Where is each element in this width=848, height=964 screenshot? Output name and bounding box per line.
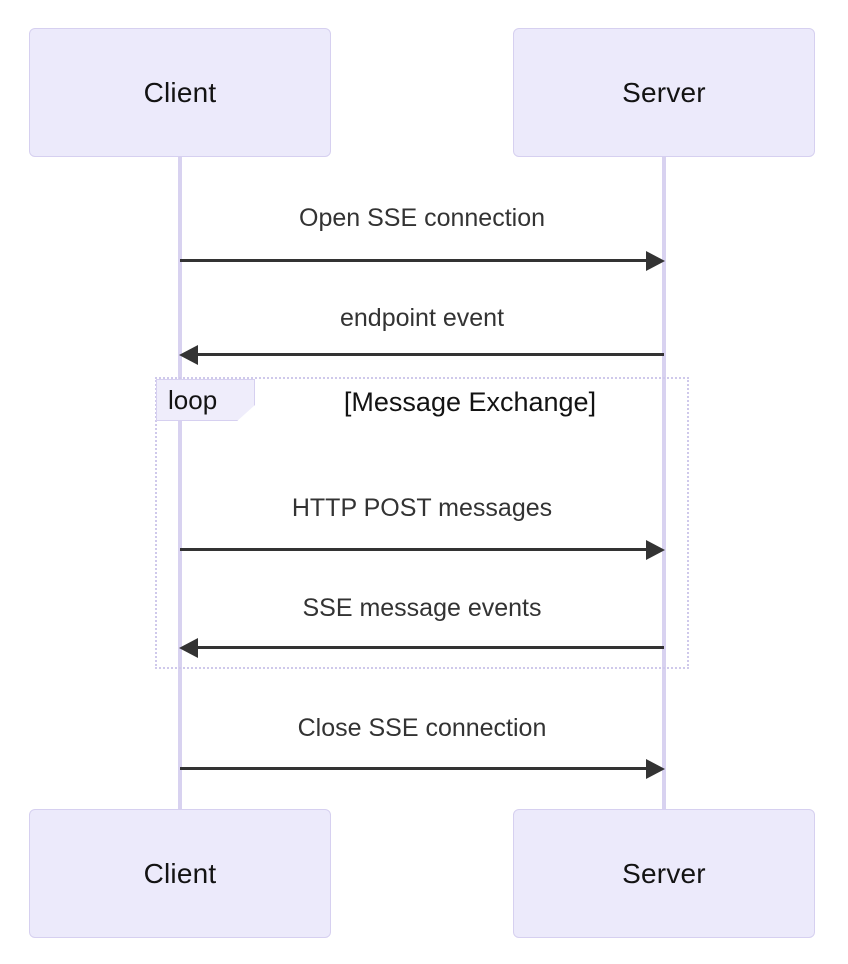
participant-box-server-top[interactable]: Server [513,28,815,157]
lifeline-client [178,157,182,809]
loop-fragment-box [155,377,689,669]
message-label-sse-message-events: SSE message events [302,594,542,622]
arrowhead-left-icon [179,345,198,365]
message-arrow-http-post-messages [180,538,665,562]
participant-box-client-top[interactable]: Client [29,28,331,157]
arrowhead-right-icon [646,759,665,779]
arrow-shaft [180,548,650,551]
arrow-shaft [180,259,650,262]
message-arrow-endpoint-event [179,343,664,367]
arrow-shaft [180,767,650,770]
loop-fragment-tag: loop [156,379,255,421]
participant-box-client-bottom[interactable]: Client [29,809,331,938]
participant-label-server-bottom: Server [622,857,706,889]
participant-label-client-top: Client [143,76,217,108]
message-label-endpoint-event: endpoint event [339,304,505,332]
participant-label-client-bottom: Client [143,857,217,889]
message-label-http-post-messages: HTTP POST messages [291,494,553,522]
message-arrow-sse-message-events [179,636,664,660]
message-label-close-sse-connection: Close SSE connection [297,714,547,742]
message-arrow-open-sse-connection [180,249,665,273]
arrow-shaft [194,646,664,649]
arrowhead-left-icon [179,638,198,658]
arrowhead-right-icon [646,540,665,560]
arrow-shaft [194,353,664,356]
message-arrow-close-sse-connection [180,757,665,781]
arrowhead-right-icon [646,251,665,271]
loop-fragment-tag-label: loop [168,385,218,415]
message-label-open-sse-connection: Open SSE connection [299,204,545,232]
participant-label-server-top: Server [622,76,706,108]
participant-box-server-bottom[interactable]: Server [513,809,815,938]
loop-fragment-title: [Message Exchange] [343,387,597,417]
lifeline-server [662,157,666,809]
